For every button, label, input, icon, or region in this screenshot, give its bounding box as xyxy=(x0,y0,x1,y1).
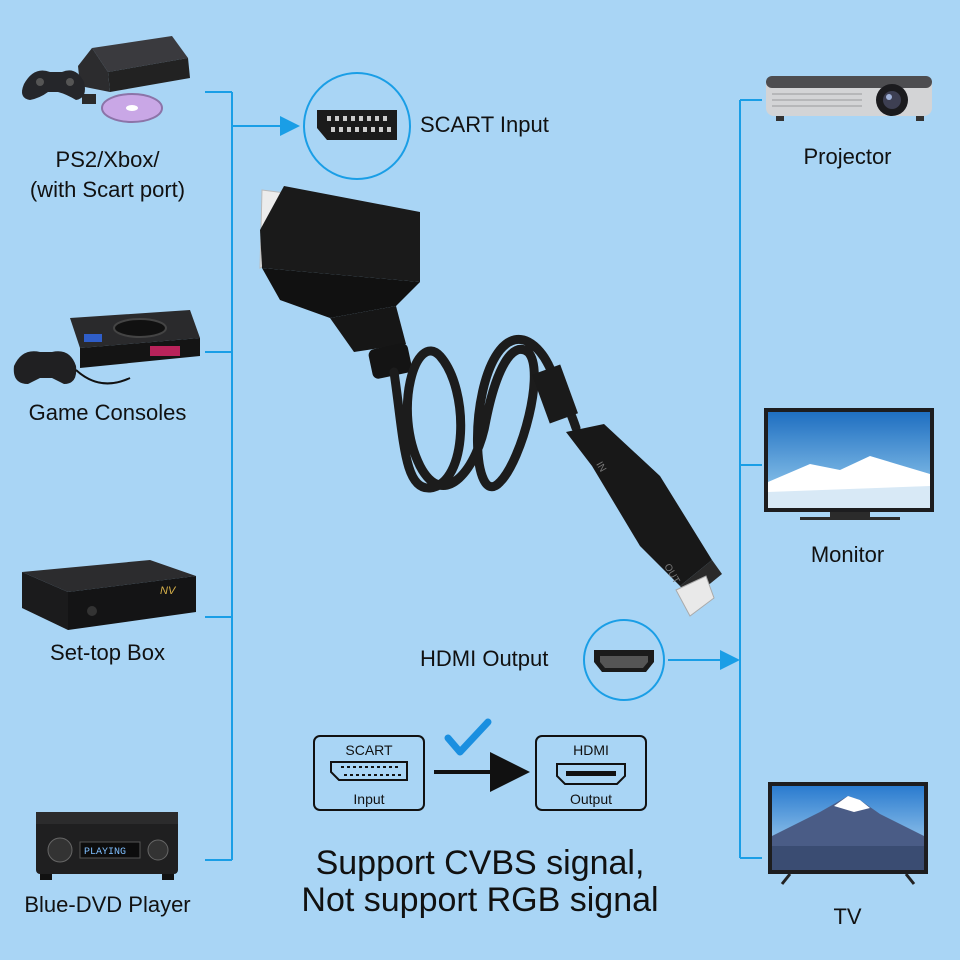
signal-flow: SCART Input HDMI Output xyxy=(313,718,647,811)
destination-label-projector: Projector xyxy=(803,144,892,169)
game-console-dvd-icon xyxy=(22,36,190,123)
set-top-box-brand: NV xyxy=(160,585,177,597)
source-label-game-consoles: Game Consoles xyxy=(28,400,187,425)
note-cvbs: Support CVBS signal, xyxy=(315,844,645,882)
hdmi-port-icon xyxy=(583,619,665,701)
dvd-player-icon: PLAYING xyxy=(36,812,178,880)
destination-label-tv: TV xyxy=(833,904,862,929)
projector-icon xyxy=(766,76,932,121)
tv-icon xyxy=(768,782,928,885)
destination-bracket xyxy=(668,99,762,859)
checkmark-icon xyxy=(444,718,492,756)
source-label-set-top-box: Set-top Box xyxy=(50,640,165,665)
hdmi-outline-icon xyxy=(556,763,626,785)
source-bracket xyxy=(205,91,300,861)
scart-outline-icon xyxy=(330,761,408,781)
hdmi-box-sub: Output xyxy=(570,791,612,807)
scart-input-box xyxy=(313,735,425,811)
retro-game-console-icon xyxy=(13,310,200,385)
scart-pins-icon xyxy=(341,766,402,776)
hdmi-output-box xyxy=(535,735,647,811)
cable-in-mark: IN xyxy=(593,460,608,474)
destination-label-monitor: Monitor xyxy=(810,542,885,567)
hdmi-plug: IN OUT xyxy=(532,364,722,617)
source-label-dvd-player: Blue-DVD Player xyxy=(24,892,191,917)
dvd-display-text: PLAYING xyxy=(84,847,126,858)
scart-box-title: SCART xyxy=(345,742,393,758)
hdmi-box-title: HDMI xyxy=(573,742,609,758)
scart-port-icon xyxy=(303,72,411,180)
monitor-icon xyxy=(764,408,934,520)
hdmi-output-label: HDMI Output xyxy=(420,646,549,671)
note-rgb: Not support RGB signal xyxy=(301,881,659,919)
hdmi-pins-icon xyxy=(566,771,616,776)
set-top-box-icon: NV xyxy=(22,560,196,630)
scart-plug xyxy=(259,186,420,379)
source-label-ps2: PS2/Xbox/ (with Scart port) xyxy=(29,147,186,202)
scart-to-hdmi-cable: IN OUT xyxy=(259,186,722,617)
scart-input-label: SCART Input xyxy=(420,112,549,137)
scart-box-sub: Input xyxy=(353,791,384,807)
